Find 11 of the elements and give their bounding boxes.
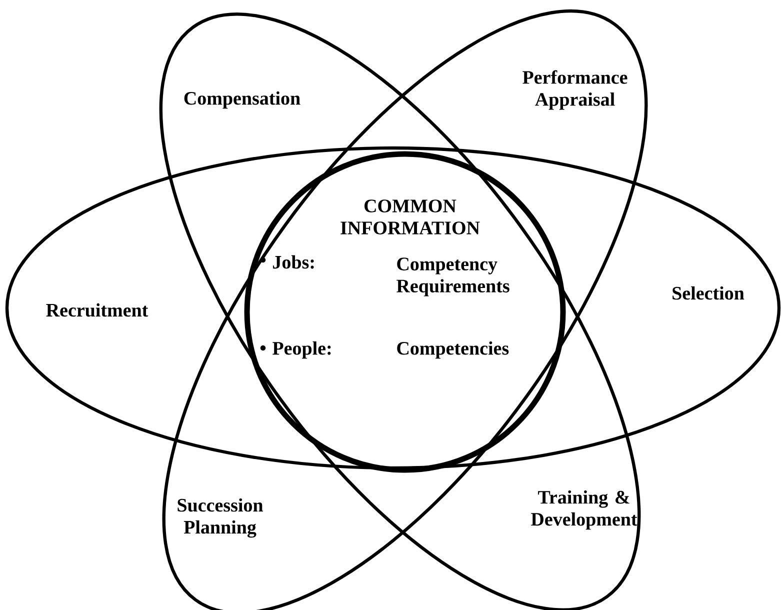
label: People: [272,341,331,359]
label: Succession Planning [178,498,263,538]
label: Selection [672,286,744,300]
label: Compensation [184,91,300,109]
label: Training & Development [531,490,638,530]
label: Performance Appraisal [522,70,628,110]
label: Competencies [397,341,509,359]
label: COMMON INFORMATION [340,200,480,234]
label: Recruitment [46,303,148,317]
label: Jobs: [273,255,314,269]
label: Competency Requirements [396,258,510,296]
